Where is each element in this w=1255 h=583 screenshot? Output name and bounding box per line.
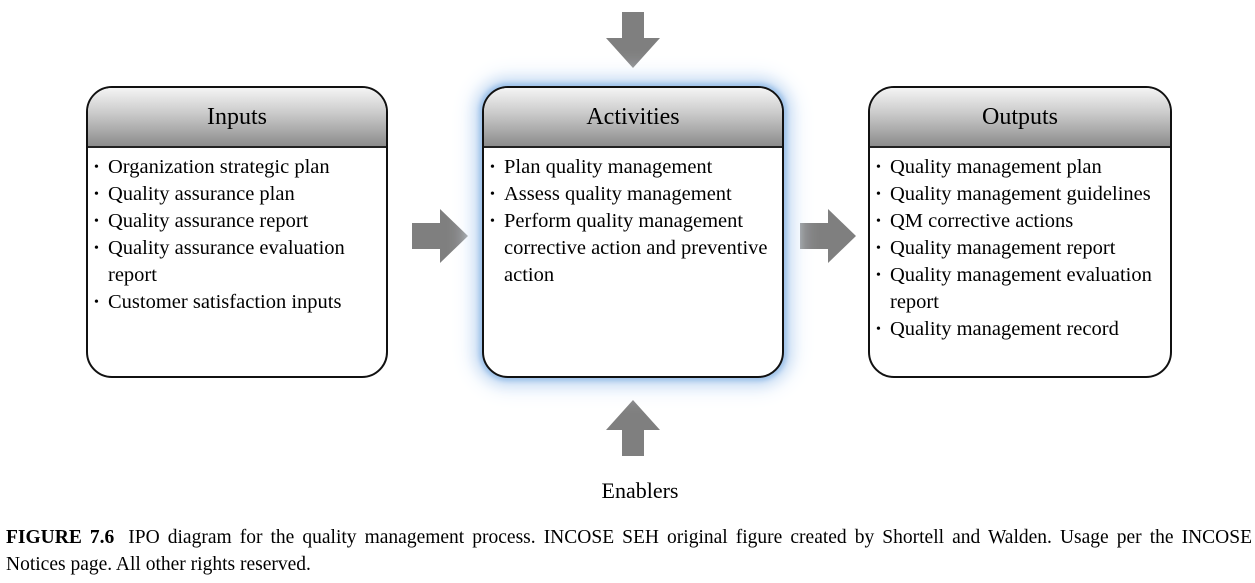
enablers-arrow-up (606, 400, 660, 456)
activities-box-title: Activities (484, 88, 782, 148)
inputs-box: Inputs Organization strategic plan Quali… (86, 86, 388, 378)
activities-list: Plan quality management Assess quality m… (484, 148, 782, 289)
list-item: Assess quality management (490, 181, 782, 208)
activities-to-outputs-arrow (800, 209, 856, 263)
list-item: Organization strategic plan (94, 154, 386, 181)
caption-text: IPO diagram for the quality management p… (6, 527, 1252, 575)
list-item: Quality assurance report (94, 208, 386, 235)
outputs-list: Quality management plan Quality manageme… (870, 148, 1170, 343)
controls-arrow-down (606, 12, 660, 68)
list-item: Quality assurance evaluation report (94, 235, 386, 289)
list-item: Quality management guidelines (876, 181, 1170, 208)
inputs-to-activities-arrow (412, 209, 468, 263)
outputs-box-title: Outputs (870, 88, 1170, 148)
list-item: Quality management report (876, 235, 1170, 262)
list-item: Plan quality management (490, 154, 782, 181)
list-item: Quality management record (876, 316, 1170, 343)
figure-number: FIGURE 7.6 (6, 527, 115, 548)
inputs-box-title: Inputs (88, 88, 386, 148)
list-item: Quality management evaluation report (876, 262, 1170, 316)
list-item: QM corrective actions (876, 208, 1170, 235)
list-item: Perform quality management corrective ac… (490, 208, 782, 289)
inputs-list: Organization strategic plan Quality assu… (88, 148, 386, 316)
outputs-box: Outputs Quality management plan Quality … (868, 86, 1172, 378)
list-item: Quality management plan (876, 154, 1170, 181)
enablers-label: Enablers (601, 478, 679, 503)
list-item: Customer satisfaction inputs (94, 289, 386, 316)
list-item: Quality assurance plan (94, 181, 386, 208)
activities-box: Activities Plan quality management Asses… (482, 86, 784, 378)
